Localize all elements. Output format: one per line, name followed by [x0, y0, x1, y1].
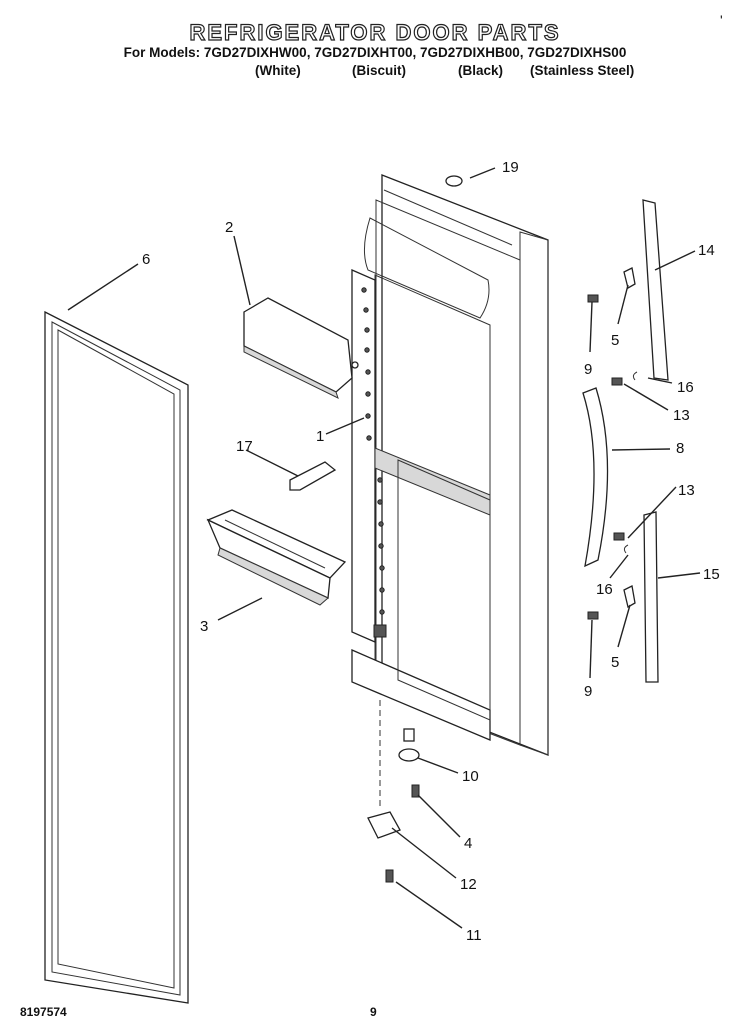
- door-bin-part: [206, 509, 347, 606]
- callout-16: 16: [596, 581, 613, 598]
- models-line: For Models: 7GD27DIXHW00, 7GD27DIXHT00, …: [123, 45, 627, 60]
- callout-5: 5: [611, 332, 619, 349]
- trim-strip-bottom-part: [643, 511, 659, 683]
- callout-9: 9: [584, 361, 592, 378]
- callout-19: 19: [502, 159, 519, 176]
- callout-6: 6: [142, 251, 150, 268]
- callout-16: 16: [677, 379, 694, 396]
- callout-4: 4: [464, 835, 472, 852]
- color-stainless-steel: (Stainless Steel): [530, 63, 635, 78]
- corner-mark: ': [720, 12, 723, 28]
- leader-lines: [67, 167, 701, 929]
- page-title: REFRIGERATOR DOOR PARTS: [189, 19, 561, 45]
- callout-3: 3: [200, 618, 208, 635]
- callout-12: 12: [460, 876, 477, 893]
- door-handle-part: [582, 387, 609, 568]
- door-gasket-part: [44, 310, 189, 1004]
- callout-17: 17: [236, 438, 253, 455]
- callout-15: 15: [703, 566, 720, 583]
- hardware-parts: [367, 267, 638, 883]
- plug-part: [445, 175, 463, 187]
- callout-13: 13: [673, 407, 690, 424]
- callout-10: 10: [462, 768, 479, 785]
- door-liner-part: [351, 174, 549, 756]
- page-number: 9: [370, 1005, 377, 1019]
- callout-14: 14: [698, 242, 715, 259]
- color-black: (Black): [458, 63, 504, 78]
- dairy-door-part: [243, 297, 359, 399]
- shelf-hole-column: [361, 287, 385, 615]
- clip-part: [289, 461, 337, 491]
- callout-9: 9: [584, 683, 592, 700]
- color-biscuit: (Biscuit): [352, 63, 406, 78]
- callout-13: 13: [678, 482, 695, 499]
- callout-11: 11: [466, 927, 482, 944]
- color-white: (White): [255, 63, 301, 78]
- callout-labels: 19 2 6 14 5 9 16 13 1 8 17 13 3 16 15 5 …: [142, 159, 720, 944]
- doc-number: 8197574: [20, 1005, 67, 1019]
- callout-8: 8: [676, 440, 684, 457]
- callout-2: 2: [225, 219, 233, 236]
- callout-1: 1: [316, 428, 324, 445]
- trim-strip-top-part: [642, 199, 669, 381]
- callout-5: 5: [611, 654, 619, 671]
